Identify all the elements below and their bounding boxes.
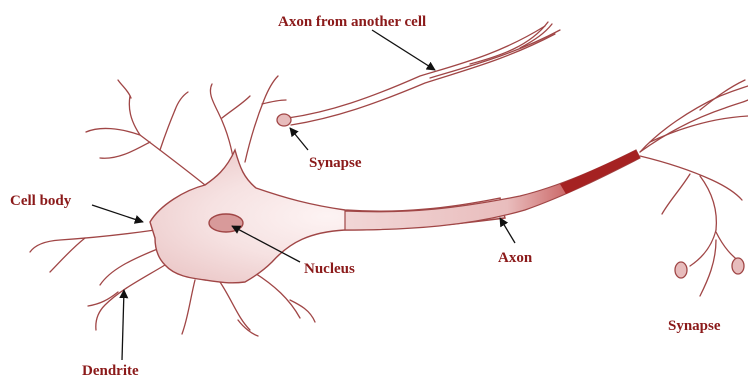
synapse-right-bulb-2 bbox=[732, 258, 744, 274]
axon-from-another-cell bbox=[288, 22, 560, 125]
pointer-axon-from-another-cell bbox=[372, 30, 435, 70]
label-dendrite: Dendrite bbox=[82, 363, 139, 379]
pointer-dendrite bbox=[122, 290, 124, 360]
label-nucleus: Nucleus bbox=[304, 261, 355, 277]
label-axon: Axon bbox=[498, 250, 533, 266]
pointer-cell-body bbox=[92, 205, 143, 222]
synapse-right-bulb-1 bbox=[675, 262, 687, 278]
myelin-dark-segment bbox=[560, 150, 640, 194]
label-pointers bbox=[92, 30, 515, 360]
synapse-top-bulb bbox=[277, 114, 291, 126]
axon-shape bbox=[345, 150, 640, 230]
label-axon-from-another-cell: Axon from another cell bbox=[278, 14, 426, 30]
label-cell-body: Cell body bbox=[10, 193, 72, 209]
pointer-synapse-top bbox=[290, 128, 308, 150]
labels: Axon from another cell Synapse Cell body… bbox=[10, 14, 721, 379]
label-synapse-right: Synapse bbox=[668, 318, 721, 334]
label-synapse-top: Synapse bbox=[309, 155, 362, 171]
pointer-axon bbox=[500, 218, 515, 243]
